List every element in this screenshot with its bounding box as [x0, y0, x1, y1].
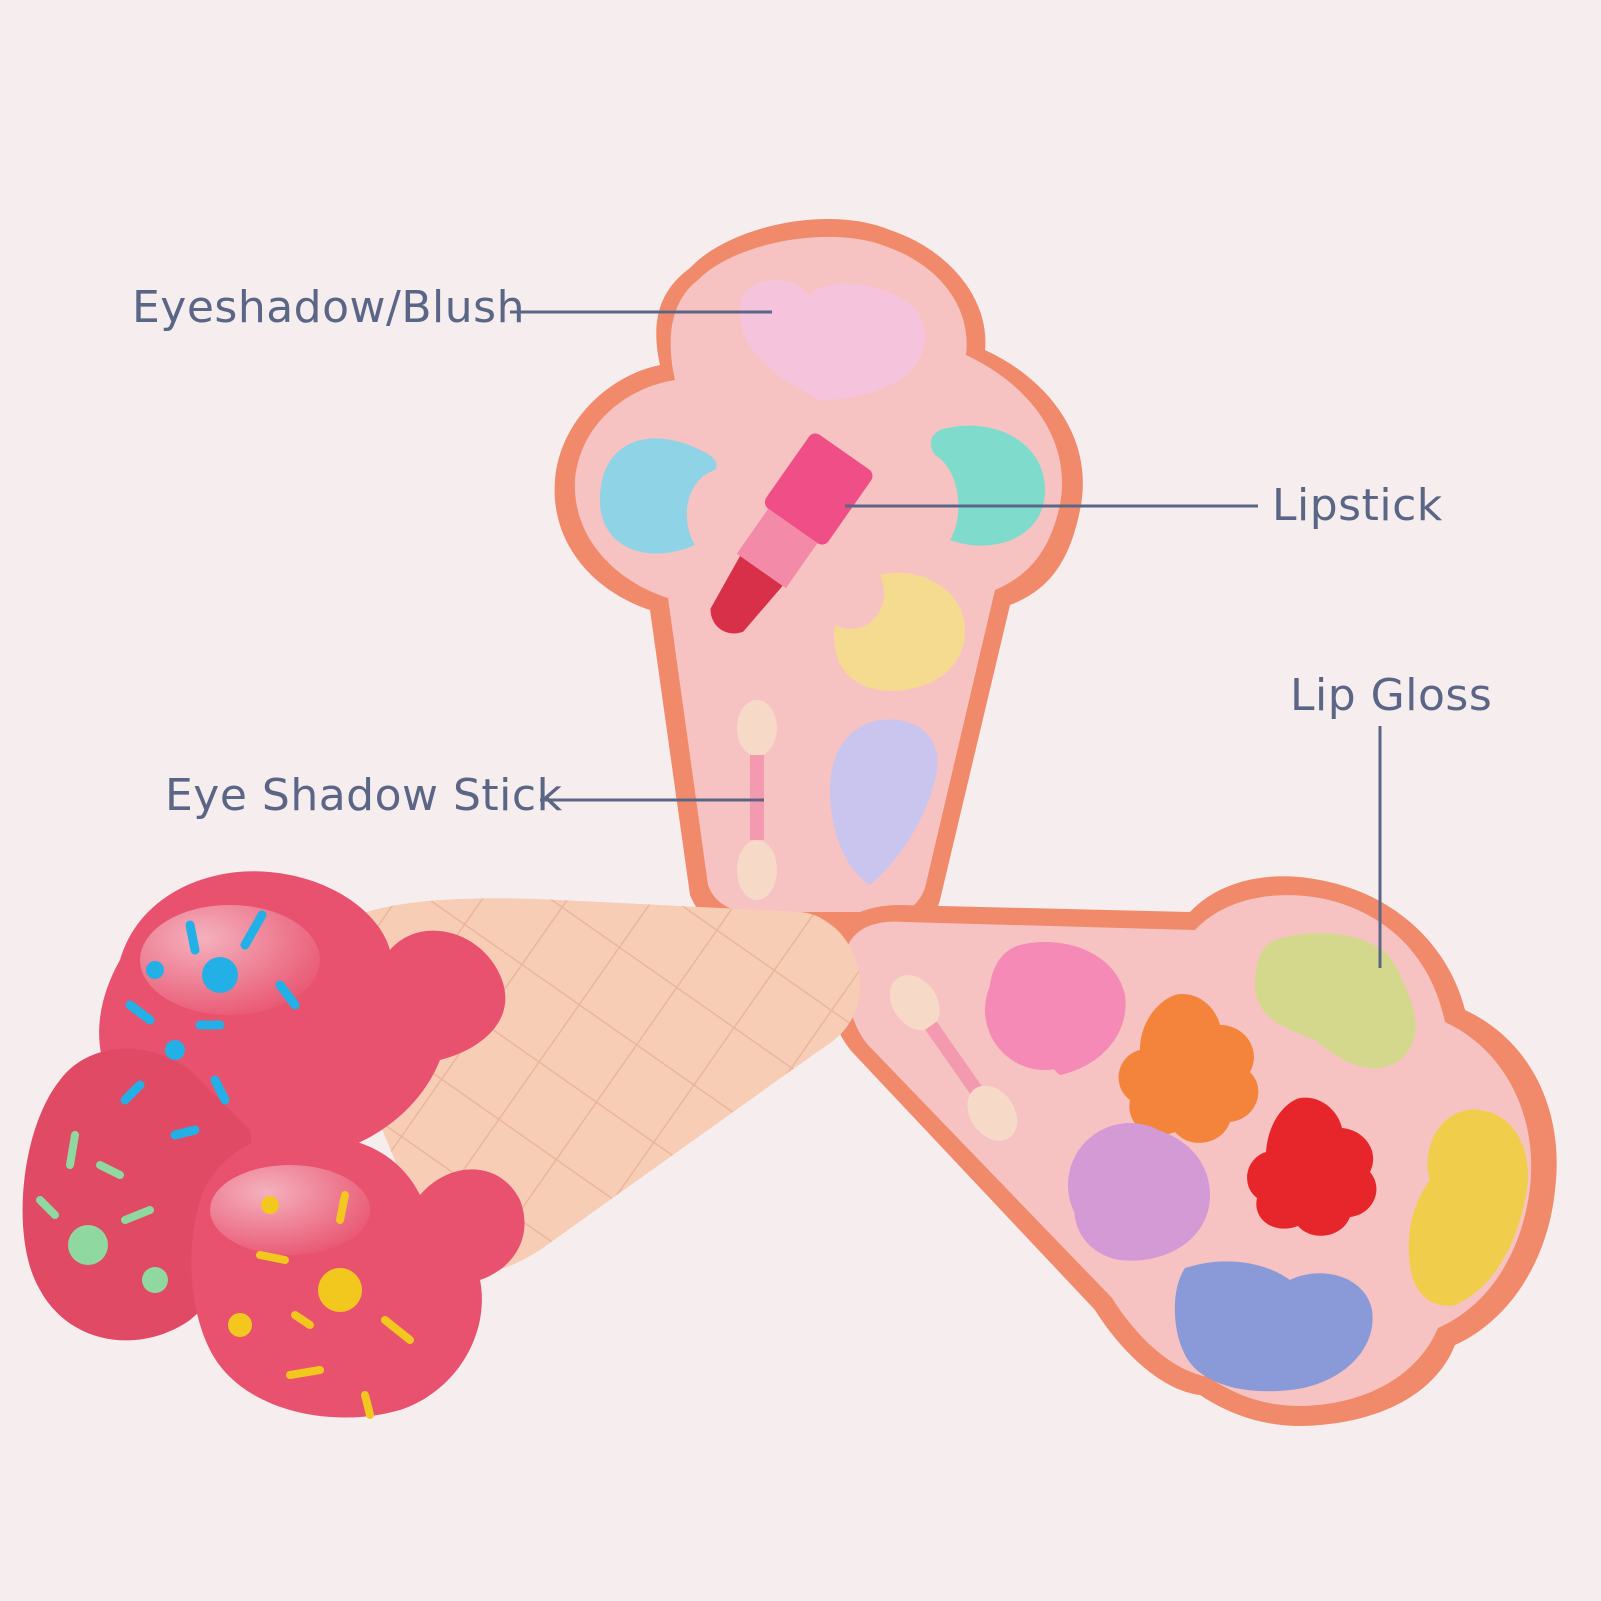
gloss-orange-flower-pan: [1118, 994, 1259, 1143]
top-palette-tray: [574, 236, 1063, 916]
gloss-blue-heart-pan: [1174, 1261, 1373, 1392]
eye-shadow-stick-label: Eye Shadow Stick: [165, 770, 563, 821]
blue-sprinkles: [120, 910, 300, 1140]
gloss-yellow-heart-pan: [1408, 1109, 1528, 1306]
eyeshadow-lavender-pan: [830, 719, 938, 885]
lip-gloss-label: Lip Gloss: [1290, 670, 1493, 721]
ice-cream-lid: [22, 871, 860, 1419]
eye-shadow-stick-right: [889, 975, 1018, 1141]
right-palette: [826, 876, 1557, 1426]
yellow-sprinkles: [228, 1191, 414, 1419]
gloss-green-heart-pan: [1255, 933, 1416, 1069]
eyeshadow-yellow-pan: [834, 572, 965, 691]
eyeshadow-blue-pan: [600, 438, 717, 554]
top-palette: [554, 219, 1083, 935]
eyeshadow-teal-pan: [930, 425, 1045, 546]
eyeshadow-heart-pan: [739, 279, 926, 400]
lipstick-label: Lipstick: [1272, 480, 1443, 531]
eye-shadow-stick-top: [737, 700, 777, 900]
eyeshadow-blush-label: Eyeshadow/Blush: [132, 282, 525, 333]
lipstick: [710, 433, 873, 634]
green-sprinkles: [36, 1131, 168, 1293]
leader-lines: [510, 310, 1382, 968]
gloss-red-flower-pan: [1247, 1097, 1377, 1236]
